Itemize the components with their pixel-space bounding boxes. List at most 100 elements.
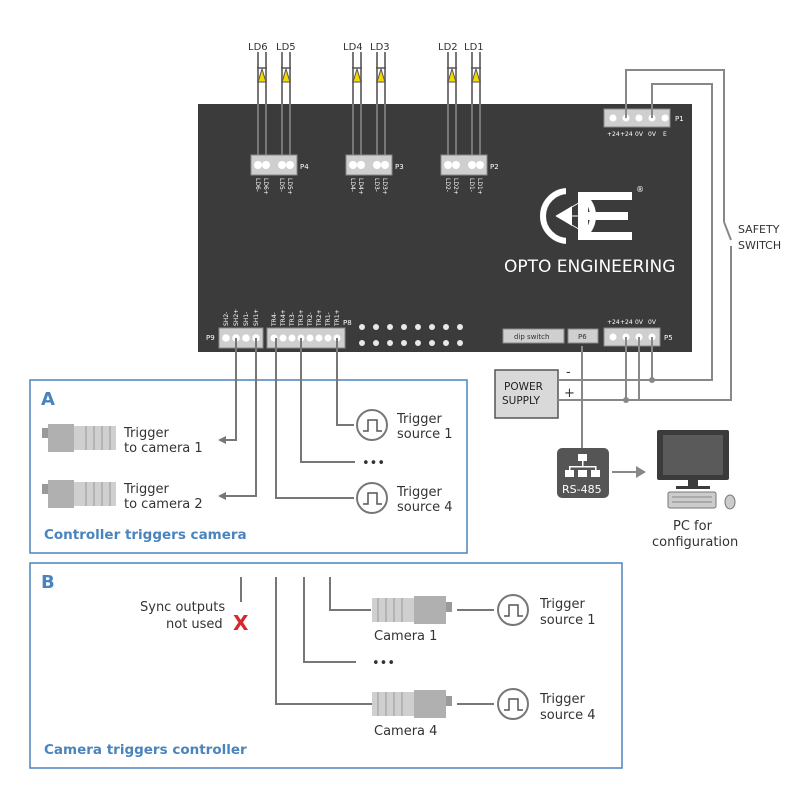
connector-p4 [250,154,298,176]
p5-pin-labels: +24 +24 0V 0V [607,319,657,326]
power-supply-line1: POWER [504,381,543,393]
p5-pin-0: +24 [607,319,620,326]
p4-pin-2: LD5- [278,178,285,192]
camera-4-label: Camera 4 [374,724,437,739]
section-a-box [29,379,468,554]
sync-outputs-line1: Sync outputs [140,600,225,615]
led-ld6-label: LD6 [248,42,268,53]
led-ld3-icon [376,67,386,83]
rs485-label: RS-485 [562,483,602,496]
not-used-cross-icon: X [233,611,249,635]
trigger-source-b4-icon [497,688,529,720]
p9-pin-1: SH2+ [233,309,240,326]
p1-pin-2: 0V [635,131,644,138]
sync-outputs-line2: not used [166,617,223,632]
controller-body [198,104,692,352]
b-trigger-source1-line2: source 1 [540,613,596,628]
led-ld5-label: LD5 [276,42,296,53]
p8-pin-0: TR4- [271,312,278,327]
safety-switch-line1: SAFETY [738,223,780,236]
p2-pin-1: LD2+ [452,178,459,195]
pc-label-line1: PC for [673,519,713,534]
p8-pin-4: TR2- [307,312,314,327]
section-b-letter: B [41,572,55,593]
connector-p8-label: P8 [343,319,352,327]
camera-1-icon [42,424,116,452]
p4-pin-labels: LD6- LD6+ LD5- LD5+ [254,178,293,195]
p8-pin-1: TR4+ [280,309,287,327]
led-ld4-label: LD4 [343,42,363,53]
p9-pin-2: SH1- [243,312,250,326]
connector-p3 [345,154,393,176]
connector-p8 [266,327,346,349]
p1-pin-1: +24 [620,131,633,138]
p4-pin-3: LD5+ [286,178,293,195]
led-ld3-label: LD3 [370,42,390,53]
a-trigger-source1-line1: Trigger [396,412,442,427]
p3-pin-1: LD4+ [357,178,364,195]
p9-pin-0: SH2- [223,312,230,326]
p8-pin-6: TR1- [325,312,332,327]
status-led-grid [359,324,463,346]
section-a-wires [218,338,355,500]
connector-p6-label: P6 [578,333,587,341]
led-ld2-icon [447,67,457,83]
connector-p3-label: P3 [395,163,404,171]
led-ld2-label: LD2 [438,42,458,53]
trigger-cam1-line1: Trigger [123,426,169,441]
p1-pin-3: 0V [648,131,657,138]
p2-pin-0: LD2- [444,178,451,192]
connector-p4-label: P4 [300,163,309,171]
trigger-cam2-line2: to camera 2 [124,497,203,512]
trigger-source-1-icon [356,409,388,441]
power-supply-box [494,369,559,419]
section-b-box [29,562,623,769]
safety-switch-line2: SWITCH [738,239,781,252]
dip-switch [502,328,565,344]
camera-1-label: Camera 1 [374,629,437,644]
p3-pin-0: LD4- [349,178,356,192]
power-supply-minus: - [566,365,571,380]
led-ld1-icon [471,67,481,83]
section-b-wires [240,577,494,705]
connector-p5-label: P5 [664,334,673,342]
p5-pin-2: 0V [635,319,644,326]
led-ld6-icon [257,67,267,83]
section-b-caption: Camera triggers controller [44,742,247,758]
connector-p9 [218,327,264,349]
section-a-letter: A [41,389,55,410]
registered-mark: ® [636,185,644,194]
p2-pin-labels: LD2- LD2+ LD1- LD1+ [444,178,483,195]
p2-pin-3: LD1+ [476,178,483,195]
connector-p1 [603,108,671,128]
p1-pin-4: E [663,131,667,138]
p3-pin-3: LD3+ [381,178,388,195]
camera-2-icon [42,480,116,508]
b-trigger-source4-line2: source 4 [540,708,596,723]
trigger-cam1-line2: to camera 1 [124,441,203,456]
p9-pin-3: SH1+ [253,309,260,326]
connector-p9-label: P9 [206,334,215,342]
section-a-caption: Controller triggers camera [44,527,247,543]
b-ellipsis: ••• [372,656,395,671]
connector-p2 [440,154,488,176]
network-icon [565,454,600,477]
p3-pin-2: LD3- [373,178,380,192]
brand-name: OPTO ENGINEERING [504,257,675,277]
trigger-source-b1-icon [497,594,529,626]
b-trigger-source4-line1: Trigger [539,692,585,707]
p1-pin-0: +24 [607,131,620,138]
trigger-cam2-line1: Trigger [123,482,169,497]
p2-pin-2: LD1- [468,178,475,192]
mouse-icon [724,494,736,510]
power-supply-line2: SUPPLY [502,395,540,407]
led-ld5-icon [281,67,291,83]
camera-b1-icon [372,596,452,624]
a-ellipsis: ••• [362,456,385,471]
a-trigger-source1-line2: source 1 [397,427,453,442]
led-ld4-icon [352,67,362,83]
connector-p6 [567,328,599,344]
p8-pin-7: TR1+ [334,309,341,327]
